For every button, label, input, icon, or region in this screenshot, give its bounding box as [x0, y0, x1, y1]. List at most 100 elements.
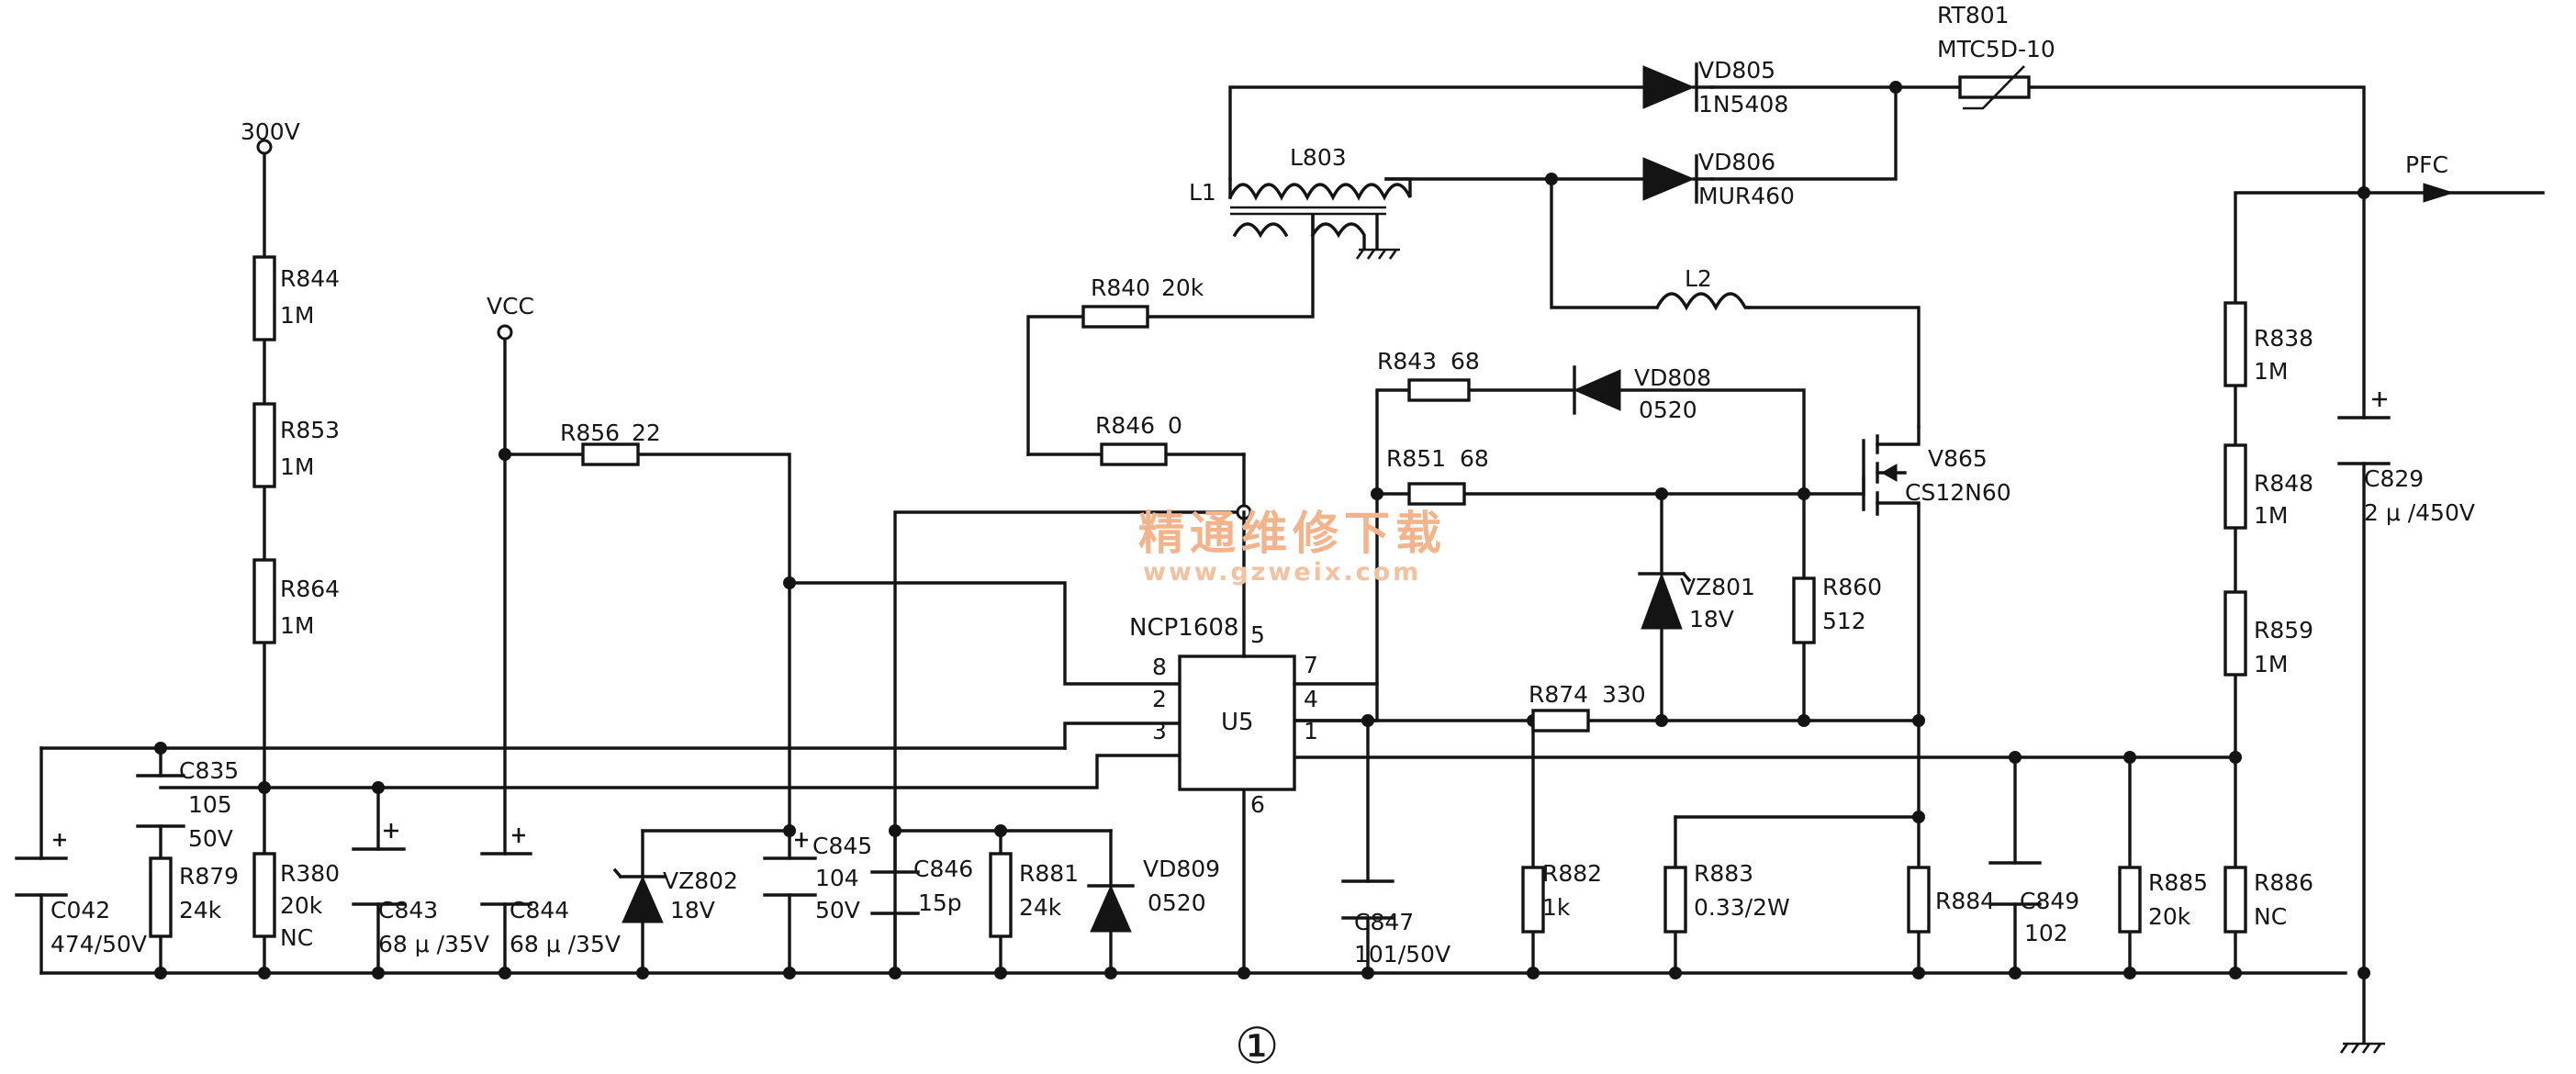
label-r844-value: 1M [280, 302, 314, 329]
label-r886: R886 [2254, 869, 2313, 896]
label-c843: C843 [378, 897, 438, 923]
label-rt801-value: MTC5D-10 [1937, 36, 2055, 62]
label-vd808: VD808 [1634, 364, 1711, 391]
label-r856: R856 [560, 420, 620, 446]
ic-u5: U5 NCP1608 8 2 3 5 7 4 1 6 [1129, 510, 1379, 818]
label-vd809: VD809 [1143, 856, 1220, 882]
thermistor-rt801 [1958, 65, 2031, 110]
node-vcc-label: VCC [487, 293, 534, 319]
label-vd806-value: MUR460 [1698, 183, 1795, 209]
label-r885: R885 [2148, 869, 2208, 896]
terminals: 300V VCC PFC [241, 118, 2455, 341]
label-c844: C844 [510, 897, 569, 923]
label-r380: R380 [280, 860, 340, 887]
label-r838: R838 [2254, 325, 2313, 352]
label-r844: R844 [280, 265, 340, 292]
label-vd805-value: 1N5408 [1698, 91, 1788, 117]
label-c829-value: 2 μ /450V [2364, 499, 2475, 526]
label-r859: R859 [2254, 617, 2313, 643]
label-c829: C829 [2364, 465, 2424, 492]
inductors [1227, 177, 1751, 311]
label-r853-value: 1M [280, 453, 314, 480]
ic-pin-8: 8 [1152, 654, 1167, 680]
label-c845-value: 104 [815, 865, 859, 891]
label-l1: L1 [1189, 179, 1216, 206]
label-vz802: VZ802 [663, 867, 738, 894]
label-c835-rating: 50V [188, 825, 233, 852]
label-r848: R848 [2254, 470, 2313, 497]
label-r856-value: 22 [632, 420, 661, 446]
ic-pin-5: 5 [1250, 621, 1265, 648]
label-c835-value: 105 [188, 791, 232, 818]
label-r864: R864 [280, 576, 340, 602]
junctions [154, 81, 2370, 979]
label-r886-value: NC [2254, 903, 2287, 930]
label-c846: C846 [913, 856, 973, 882]
label-r885-value: 20k [2148, 903, 2191, 930]
label-c835: C835 [179, 757, 239, 784]
label-c845: C845 [812, 833, 872, 859]
node-300v-label: 300V [241, 118, 300, 145]
label-l2: L2 [1685, 265, 1712, 292]
label-r840-value: 20k [1161, 274, 1204, 301]
label-r874: R874 [1529, 681, 1588, 708]
ic-part: NCP1608 [1129, 614, 1238, 642]
label-r860: R860 [1822, 574, 1882, 600]
label-r843: R843 [1377, 348, 1437, 375]
label-r883-value: 0.33/2W [1694, 894, 1790, 921]
label-r838-value: 1M [2254, 358, 2288, 385]
label-r380-value: 20k [280, 892, 323, 919]
label-vd808-value: 0520 [1639, 397, 1697, 423]
label-r848-value: 1M [2254, 502, 2288, 529]
label-c042-value: 474/50V [50, 931, 147, 957]
label-vd805: VD805 [1698, 57, 1775, 84]
watermark-url: www.gzweix.com [1143, 558, 1421, 587]
label-r882: R882 [1542, 860, 1602, 887]
ic-pin-1: 1 [1304, 718, 1318, 744]
label-c846-value: 15p [918, 889, 962, 916]
label-r859-value: 1M [2254, 651, 2288, 677]
ic-pin-2: 2 [1152, 686, 1167, 712]
component-labels: R844 1M R853 1M R864 1M R380 20k NC R879… [50, 2, 2475, 968]
label-vz801-value: 18V [1689, 606, 1734, 632]
ic-pin-3: 3 [1152, 718, 1167, 744]
label-r883: R883 [1694, 860, 1753, 887]
figure-number: ① [1235, 1017, 1279, 1074]
label-r846-value: 0 [1168, 412, 1182, 439]
capacitors [15, 392, 2391, 920]
label-rt801: RT801 [1937, 2, 2010, 28]
label-r881: R881 [1019, 860, 1079, 887]
label-vz802-value: 18V [670, 897, 715, 923]
ic-pin-6: 6 [1250, 791, 1265, 818]
label-v865: V865 [1928, 445, 1988, 472]
label-c849: C849 [2020, 888, 2079, 914]
label-c847-value: 101/50V [1354, 941, 1450, 968]
ic-pin-4: 4 [1304, 686, 1318, 712]
label-c042: C042 [50, 897, 110, 923]
label-r884: R884 [1935, 888, 1995, 914]
label-r843-value: 68 [1450, 348, 1480, 375]
wires [39, 85, 2545, 1044]
label-r879-value: 24k [179, 897, 222, 923]
ic-pin-7: 7 [1304, 652, 1318, 678]
ic-name: U5 [1221, 709, 1254, 736]
label-r879: R879 [179, 863, 239, 889]
label-vd809-value: 0520 [1148, 889, 1206, 916]
label-c845-rating: 50V [815, 897, 860, 923]
label-r853: R853 [280, 417, 340, 443]
label-c843-value: 68 μ /35V [378, 931, 489, 957]
label-l803: L803 [1290, 144, 1347, 171]
label-r874-value: 330 [1602, 681, 1646, 708]
label-vz801: VZ801 [1680, 574, 1755, 600]
label-vd806: VD806 [1698, 149, 1775, 175]
label-r860-value: 512 [1822, 608, 1866, 634]
mosfet-v865 [1862, 425, 1921, 516]
label-r840: R840 [1091, 274, 1150, 301]
label-r851: R851 [1386, 445, 1446, 472]
resistors [149, 255, 2247, 938]
label-c847: C847 [1354, 909, 1414, 935]
node-pfc-label: PFC [2405, 151, 2448, 178]
diodes [612, 62, 1714, 933]
label-r851-value: 68 [1460, 445, 1489, 472]
